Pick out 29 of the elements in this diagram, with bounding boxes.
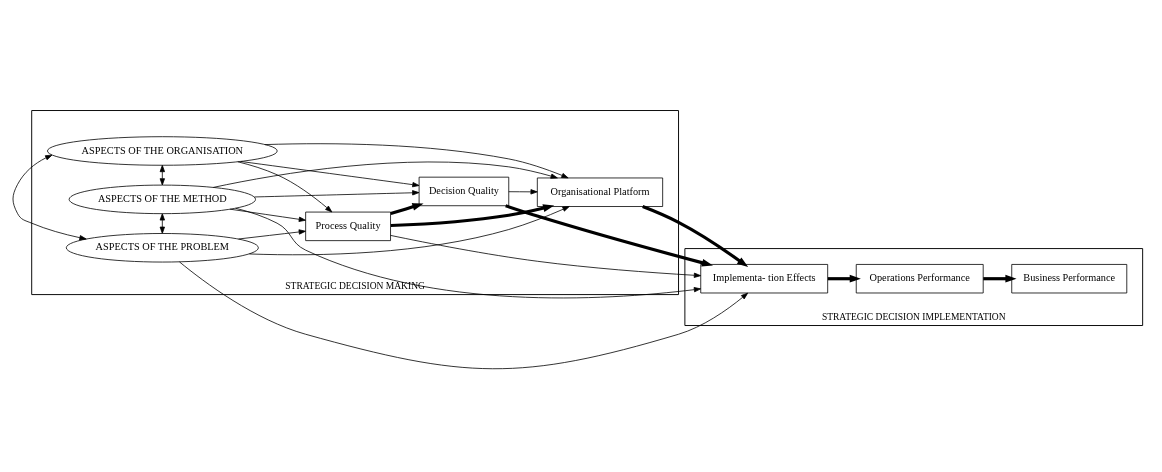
arrow: [229, 208, 306, 222]
arrow: [642, 204, 749, 267]
node-ellipse: ASPECTS OF THE METHOD: [68, 184, 256, 214]
node-box: Business Performance: [1011, 263, 1128, 293]
arrow: [237, 160, 333, 212]
arrow: [159, 164, 165, 185]
arrow: [983, 274, 1017, 283]
arrow: [249, 205, 570, 255]
arrow: [264, 142, 569, 178]
arrow: [508, 188, 538, 194]
arrow: [390, 202, 424, 215]
arrow: [179, 261, 749, 369]
node-box: Operations Performance: [855, 263, 984, 293]
arrow: [390, 234, 701, 278]
arrow: [212, 161, 558, 188]
arrow: [12, 154, 87, 240]
arrow: [235, 207, 701, 298]
arrow: [159, 212, 165, 234]
arrow: [505, 203, 713, 267]
node-box: Decision Quality: [418, 176, 510, 206]
arrow: [240, 160, 420, 187]
node-ellipse: ASPECTS OF THE ORGANISATION: [47, 135, 278, 166]
arrow: [253, 189, 420, 197]
node-box: Implementa- tion Effects: [700, 263, 829, 293]
arrow: [238, 228, 306, 239]
node-box: Organisational Platform: [536, 177, 664, 207]
node-box: Process Quality: [305, 211, 391, 241]
arrow: [827, 274, 861, 283]
arrow: [390, 203, 555, 227]
